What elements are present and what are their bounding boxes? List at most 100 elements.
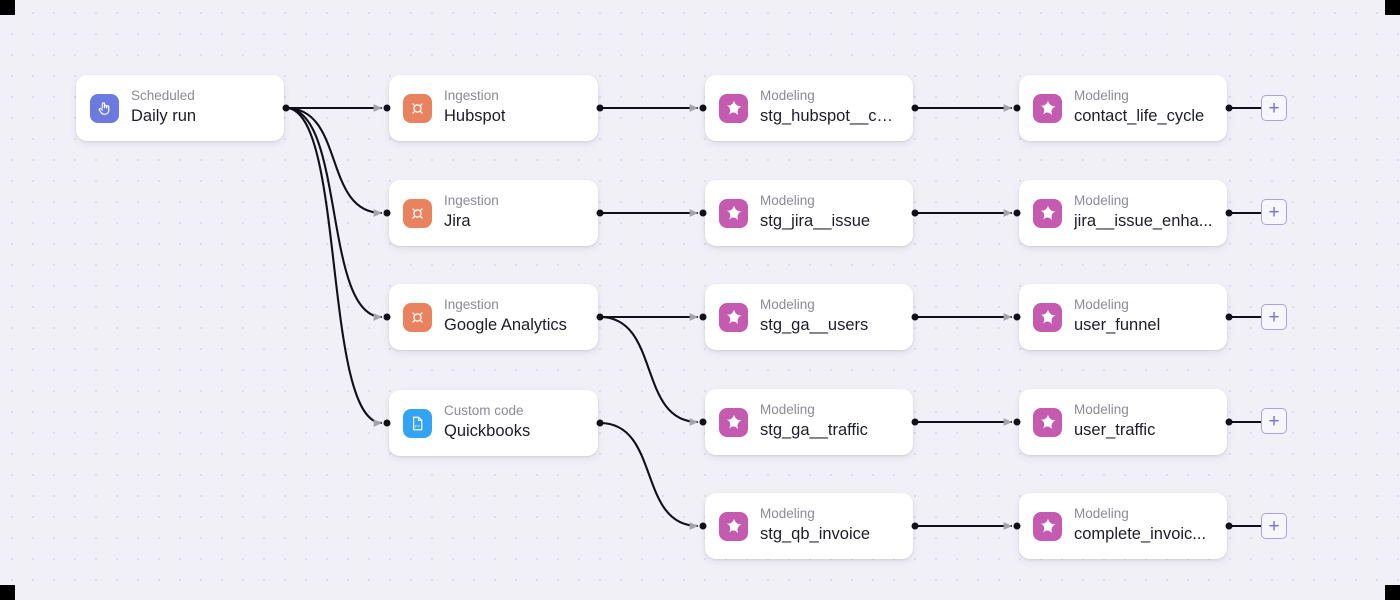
add-after-jira-issue-enha[interactable]: + [1261, 199, 1287, 225]
handle-source-stg-qb-invoice[interactable] [911, 522, 919, 530]
handle-target-hubspot[interactable] [383, 104, 391, 112]
node-kind-label: Scheduled [131, 88, 195, 104]
node-text: Modeling stg_qb_invoice [760, 506, 870, 545]
handle-source-jira[interactable] [596, 209, 604, 217]
handle-target-quickbooks[interactable] [383, 419, 391, 427]
handle-target-stg-ga-users[interactable] [699, 313, 707, 321]
node-kind-label: Modeling [1074, 402, 1129, 418]
dbt-star-icon [1033, 198, 1062, 228]
python-file-icon: PY [403, 408, 432, 438]
svg-text:PY: PY [415, 423, 421, 428]
handle-source-stg-ga-traffic[interactable] [911, 418, 919, 426]
node-kind-label: Modeling [1074, 506, 1129, 522]
dbt-star-icon [1033, 407, 1062, 437]
handle-source-hubspot[interactable] [596, 104, 604, 112]
handle-target-stg-qb-invoice[interactable] [699, 522, 707, 530]
add-after-complete-invoic[interactable]: + [1261, 513, 1287, 539]
handle-source-user-traffic-add[interactable] [1225, 418, 1233, 426]
canvas-corner-marker-top-right [1385, 0, 1400, 15]
node-kind-label: Ingestion [444, 297, 499, 313]
dbt-star-icon [719, 198, 748, 228]
handle-target-complete-invoic[interactable] [1013, 522, 1021, 530]
node-title-label: contact_life_cycle [1074, 107, 1205, 126]
handle-source-google-analytics[interactable] [596, 313, 604, 321]
handle-target-jira-issue-enha[interactable] [1013, 209, 1021, 217]
node-text: Modeling stg_jira__issue [760, 193, 870, 232]
pipeline-node-user-traffic[interactable]: Modeling user_traffic [1019, 389, 1227, 455]
dbt-star-icon [1033, 93, 1062, 123]
add-after-user-funnel[interactable]: + [1261, 304, 1287, 330]
handle-target-stg-hubspot-co[interactable] [699, 104, 707, 112]
handle-target-contact-life-cycle[interactable] [1013, 104, 1021, 112]
dbt-star-icon [719, 511, 748, 541]
plug-icon [403, 198, 432, 228]
pipeline-node-stg-qb-invoice[interactable]: Modeling stg_qb_invoice [705, 493, 913, 559]
node-title-label: jira__issue_enha... [1074, 212, 1213, 231]
pipeline-node-contact-life-cycle[interactable]: Modeling contact_life_cycle [1019, 75, 1227, 141]
node-title-label: Quickbooks [444, 422, 531, 441]
handle-source-quickbooks[interactable] [596, 419, 604, 427]
handle-source-contact-life-cycle-add[interactable] [1225, 104, 1233, 112]
handle-target-user-funnel[interactable] [1013, 313, 1021, 321]
pipeline-node-jira-issue-enha[interactable]: Modeling jira__issue_enha... [1019, 180, 1227, 246]
edge-quickbooks__stg-qb-invoice [599, 421, 699, 530]
dbt-star-icon [719, 407, 748, 437]
handle-source-daily-run[interactable] [282, 104, 290, 112]
edge-daily-run__google-analytics [285, 106, 383, 321]
edge-ga__stg-ga-traffic [599, 315, 699, 426]
node-title-label: user_funnel [1074, 316, 1161, 335]
node-kind-label: Modeling [1074, 193, 1129, 209]
node-kind-label: Modeling [760, 193, 815, 209]
node-title-label: stg_ga__users [760, 316, 869, 335]
pipeline-node-stg-jira-issue[interactable]: Modeling stg_jira__issue [705, 180, 913, 246]
node-title-label: stg_qb_invoice [760, 525, 871, 544]
node-text: Modeling contact_life_cycle [1074, 88, 1204, 127]
handle-target-jira[interactable] [383, 209, 391, 217]
dbt-star-icon [1033, 302, 1062, 332]
handle-target-user-traffic[interactable] [1013, 418, 1021, 426]
handle-source-stg-hubspot-co[interactable] [911, 104, 919, 112]
node-kind-label: Modeling [1074, 88, 1129, 104]
handle-source-complete-invoic-add[interactable] [1225, 522, 1233, 530]
canvas-corner-marker-bottom-right [1385, 585, 1400, 600]
add-after-contact-life-cycle[interactable]: + [1261, 95, 1287, 121]
node-title-label: user_traffic [1074, 421, 1156, 440]
node-text: Modeling user_traffic [1074, 402, 1155, 441]
node-title-label: Google Analytics [444, 316, 567, 335]
handle-target-google-analytics[interactable] [383, 313, 391, 321]
node-kind-label: Custom code [444, 403, 524, 419]
handle-target-stg-jira-issue[interactable] [699, 209, 707, 217]
node-kind-label: Modeling [760, 506, 815, 522]
handle-source-stg-ga-users[interactable] [911, 313, 919, 321]
node-title-label: stg_jira__issue [760, 212, 871, 231]
edge-daily-run__jira [285, 106, 383, 217]
handle-target-stg-ga-traffic[interactable] [699, 418, 707, 426]
node-text: Modeling jira__issue_enha... [1074, 193, 1213, 232]
node-kind-label: Ingestion [444, 88, 499, 104]
handle-source-jira-issue-enha-add[interactable] [1225, 209, 1233, 217]
handle-source-stg-jira-issue[interactable] [911, 209, 919, 217]
add-after-user-traffic[interactable]: + [1261, 408, 1287, 434]
handle-source-user-funnel-add[interactable] [1225, 313, 1233, 321]
dbt-star-icon [719, 93, 748, 123]
